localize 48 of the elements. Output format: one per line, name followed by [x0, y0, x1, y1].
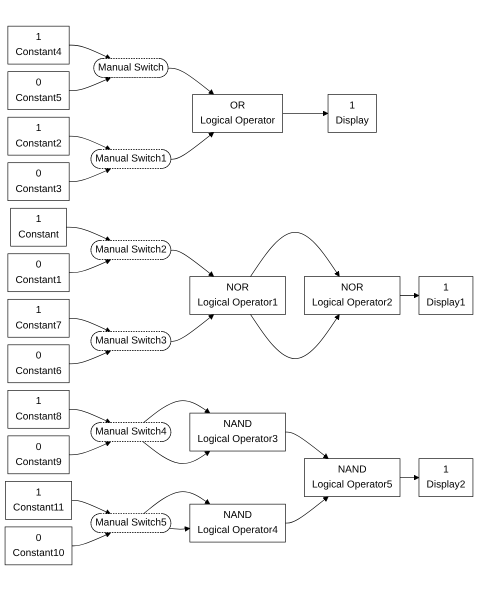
arrow: [170, 250, 214, 277]
node-box: 1 Constant: [10, 208, 67, 246]
node-box: 1 Display2: [418, 458, 474, 497]
arrow: [400, 474, 420, 480]
arrow: [250, 232, 340, 277]
node-box: 1 Display1: [418, 276, 474, 315]
node-box: 0 Constant6: [8, 344, 70, 384]
arrow: [66, 226, 111, 242]
node-box: 1 Constant7: [8, 298, 70, 338]
arrow: [68, 259, 111, 274]
arrow: [285, 432, 329, 459]
node-box: 0 Constant5: [8, 71, 70, 110]
arrow: [170, 314, 214, 342]
arrow: [68, 441, 111, 456]
arrow: [400, 292, 420, 298]
arrow: [285, 496, 329, 524]
arrow: [71, 500, 111, 514]
node-box: 1 Constant8: [8, 390, 70, 429]
arrow: [72, 532, 111, 546]
node-box: NAND Logical Operator3: [190, 412, 286, 452]
node-box: NAND Logical Operator4: [190, 504, 286, 542]
arrow: [68, 409, 111, 424]
node-box: OR Logical Operator: [192, 94, 283, 133]
node-box: NOR Logical Operator2: [304, 276, 400, 315]
arrow: [250, 314, 340, 359]
node-box: 0 Constant10: [4, 526, 72, 566]
arrow: [142, 442, 210, 464]
node-box: 1 Constant4: [8, 26, 70, 64]
node-box: 0 Constant3: [8, 162, 70, 201]
arrow: [142, 400, 210, 424]
arrow: [68, 350, 111, 364]
node-box: 1 Constant11: [5, 481, 72, 520]
node-box: 0 Constant1: [8, 253, 70, 292]
node-box: 1 Display: [328, 94, 377, 133]
arrow: [142, 491, 210, 514]
node-box: 1 Constant2: [8, 116, 70, 156]
arrow: [68, 318, 111, 332]
node-box: NOR Logical Operator1: [190, 276, 286, 315]
arrow: [68, 77, 111, 91]
arrow: [68, 168, 111, 182]
arrow: [170, 132, 214, 160]
node-box: NAND Logical Operator5: [304, 458, 400, 497]
arrow: [68, 136, 111, 150]
arrow: [282, 110, 328, 116]
arrow: [168, 68, 214, 95]
node-box: 0 Constant9: [8, 436, 70, 474]
arrow: [68, 44, 111, 60]
arrow: [170, 526, 190, 532]
